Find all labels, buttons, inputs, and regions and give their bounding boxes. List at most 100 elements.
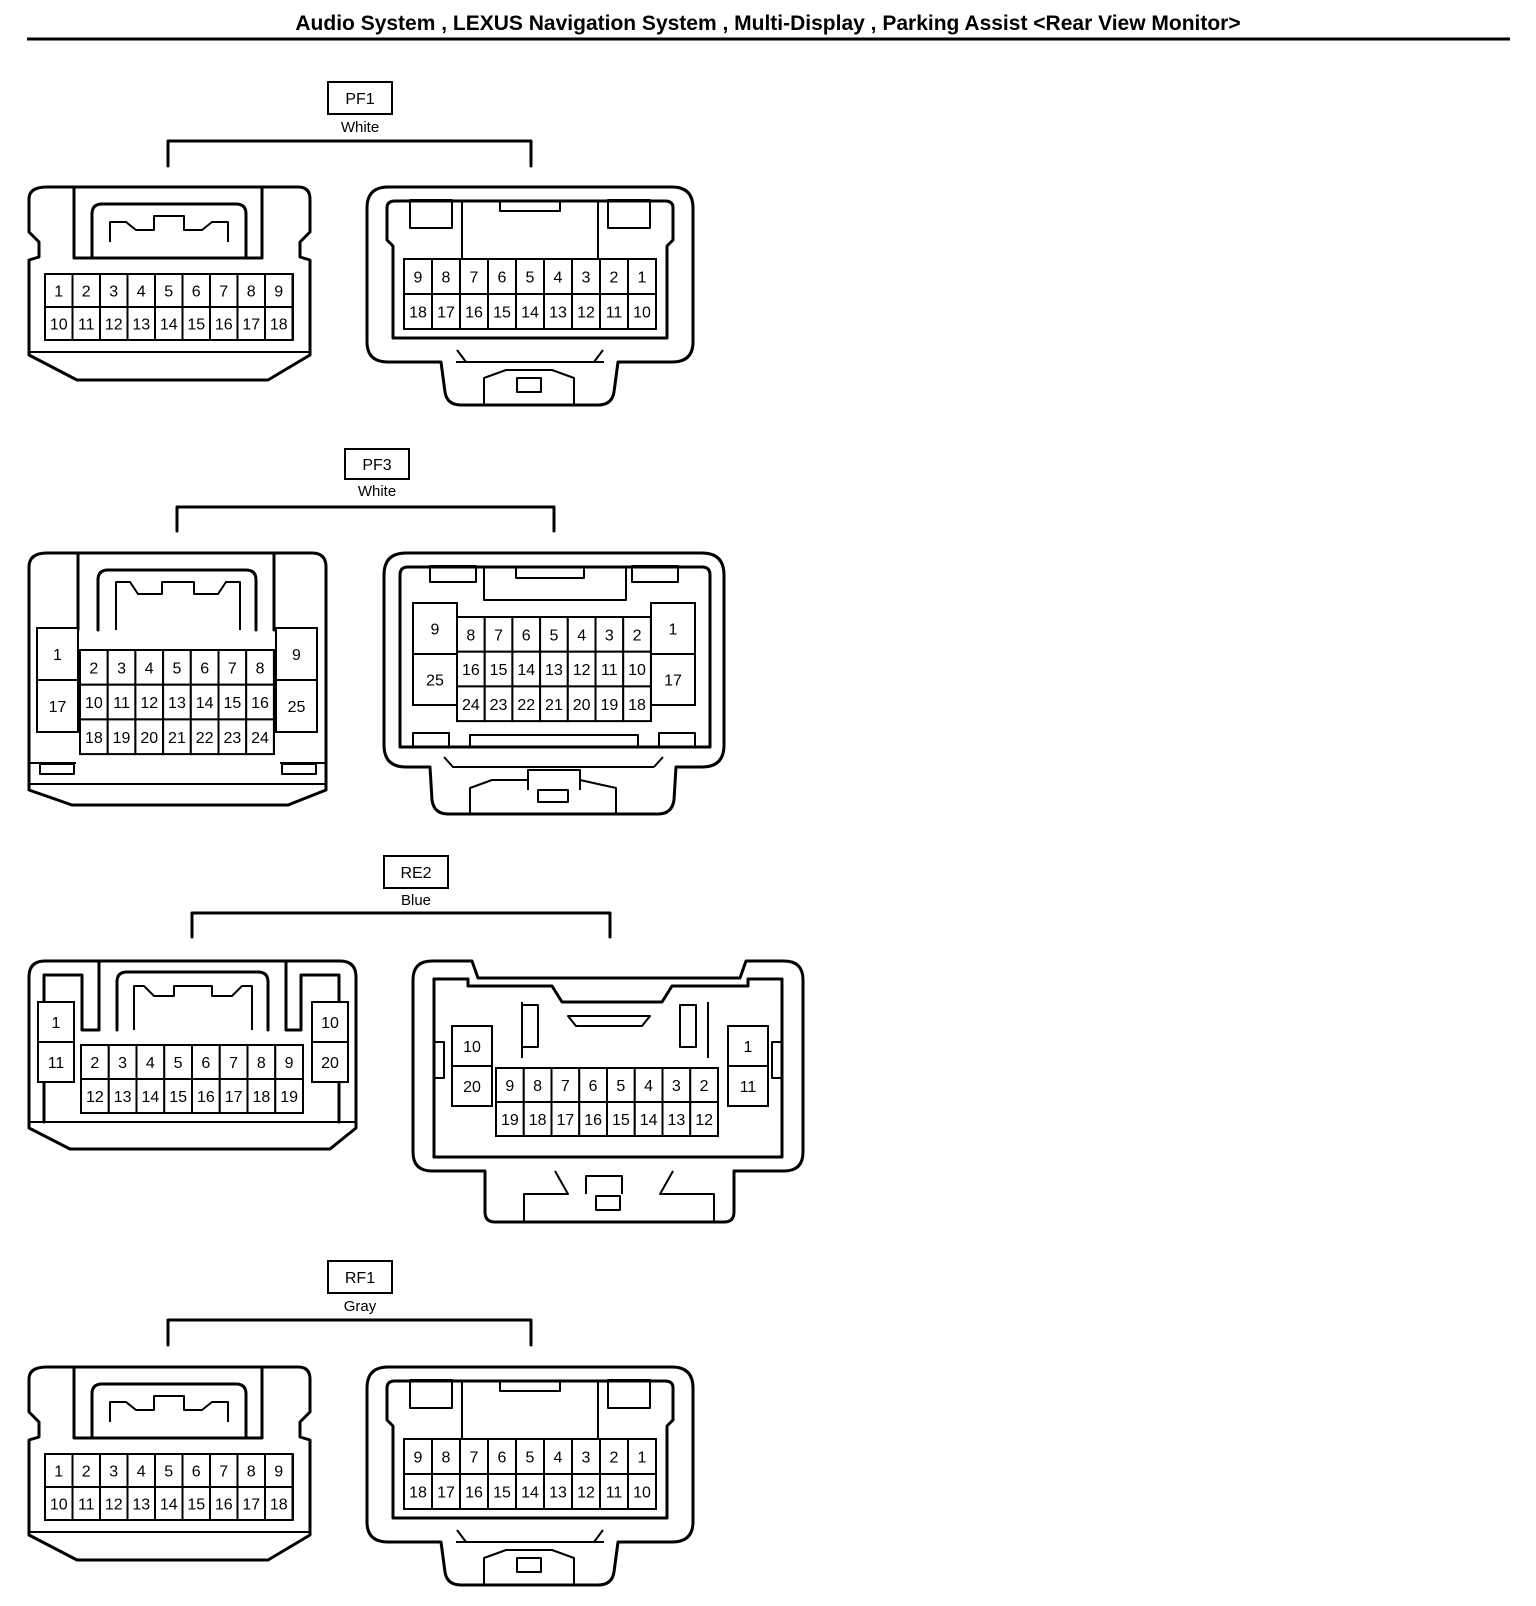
terminal-number: 5 xyxy=(174,1055,183,1072)
terminal-number: 10 xyxy=(50,317,68,334)
terminal-number: 14 xyxy=(521,1485,539,1502)
connector-code-box xyxy=(383,855,449,889)
terminal-cavity xyxy=(727,1065,769,1107)
terminal-cavity xyxy=(495,1067,525,1103)
terminal-number: 5 xyxy=(549,627,558,644)
terminal-cavity xyxy=(245,718,275,756)
terminal-number: 16 xyxy=(465,1485,483,1502)
terminal-number: 3 xyxy=(109,284,118,301)
terminal-number: 1 xyxy=(53,647,62,664)
terminal-cavity xyxy=(403,1438,433,1475)
terminal-cavity xyxy=(99,306,129,341)
terminal-number: 7 xyxy=(229,1055,238,1072)
terminal-number: 11 xyxy=(606,1485,623,1502)
terminal-number: 1 xyxy=(54,284,63,301)
terminal-number: 13 xyxy=(545,662,563,679)
terminal-number: 12 xyxy=(573,662,591,679)
terminal-number: 6 xyxy=(498,270,507,287)
terminal-number: 14 xyxy=(141,1089,159,1106)
terminal-cavity xyxy=(107,1078,138,1114)
terminal-number: 1 xyxy=(52,1015,61,1032)
terminal-cavity xyxy=(264,273,294,308)
terminal-number: 4 xyxy=(145,660,154,677)
terminal-cavity xyxy=(71,1453,101,1488)
terminal-cavity xyxy=(189,649,220,686)
terminal-number: 7 xyxy=(228,660,237,677)
terminal-cavity xyxy=(627,1473,657,1510)
terminal-number: 13 xyxy=(114,1089,132,1106)
terminal-number: 6 xyxy=(192,284,201,301)
terminal-number: 14 xyxy=(160,317,178,334)
terminal-number: 17 xyxy=(49,699,67,716)
terminal-number: 18 xyxy=(628,697,646,714)
terminal-number: 8 xyxy=(466,627,475,644)
terminal-number: 13 xyxy=(549,1485,567,1502)
terminal-number: 19 xyxy=(501,1112,519,1129)
terminal-cavity xyxy=(451,1065,493,1107)
terminal-cavity xyxy=(550,1067,581,1103)
terminal-cavity xyxy=(79,718,109,756)
terminal-cavity xyxy=(246,1078,277,1114)
terminal-number: 12 xyxy=(577,305,595,322)
terminal-cavity xyxy=(154,1486,184,1521)
connector-code: PF1 xyxy=(345,91,374,108)
terminal-cavity xyxy=(236,1486,266,1521)
terminal-cavity xyxy=(80,1078,110,1114)
terminal-cavity xyxy=(650,602,696,655)
terminal-cavity xyxy=(689,1101,719,1137)
terminal-number: 5 xyxy=(164,284,173,301)
terminal-cavity xyxy=(571,1473,601,1510)
terminal-number: 6 xyxy=(589,1078,598,1095)
terminal-number: 2 xyxy=(633,627,642,644)
terminal-number: 17 xyxy=(664,673,682,690)
terminal-cavity xyxy=(566,685,597,723)
terminal-number: 24 xyxy=(462,697,480,714)
terminal-number: 2 xyxy=(610,1450,619,1467)
terminal-cavity xyxy=(566,650,597,688)
terminal-cavity xyxy=(412,602,458,655)
terminal-cavity xyxy=(627,293,657,330)
terminal-cavity xyxy=(622,616,652,653)
terminal-number: 9 xyxy=(274,284,283,301)
terminal-number: 17 xyxy=(242,1497,260,1514)
connector-bracket xyxy=(166,139,533,168)
terminal-cavity xyxy=(599,1438,629,1475)
terminal-number: 18 xyxy=(270,1497,288,1514)
terminal-number: 1 xyxy=(54,1464,63,1481)
terminal-number: 9 xyxy=(292,647,301,664)
terminal-number: 19 xyxy=(280,1089,298,1106)
terminal-cavity xyxy=(37,1041,75,1083)
terminal-number: 2 xyxy=(700,1078,709,1095)
connector-code-box xyxy=(344,448,410,480)
terminal-number: 13 xyxy=(667,1112,685,1129)
terminal-cavity xyxy=(622,650,652,688)
terminal-number: 8 xyxy=(442,1450,451,1467)
terminal-number: 8 xyxy=(257,1055,266,1072)
terminal-number: 11 xyxy=(78,1497,95,1514)
terminal-number: 14 xyxy=(517,662,535,679)
connector-code: RF1 xyxy=(345,1270,375,1287)
terminal-cavity xyxy=(412,653,458,706)
terminal-number: 6 xyxy=(192,1464,201,1481)
terminal-number: 5 xyxy=(616,1078,625,1095)
terminal-number: 18 xyxy=(270,317,288,334)
terminal-number: 16 xyxy=(584,1112,602,1129)
terminal-number: 14 xyxy=(640,1112,658,1129)
terminal-cavity xyxy=(264,1486,294,1521)
terminal-number: 10 xyxy=(628,662,646,679)
terminal-cavity xyxy=(311,1001,349,1043)
terminal-number: 7 xyxy=(470,270,479,287)
terminal-number: 23 xyxy=(490,697,508,714)
terminal-number: 10 xyxy=(321,1015,339,1032)
terminal-number: 6 xyxy=(201,1055,210,1072)
terminal-cavity xyxy=(126,306,156,341)
terminal-number: 4 xyxy=(577,627,586,644)
terminal-cavity xyxy=(633,1101,664,1137)
terminal-number: 10 xyxy=(633,1485,651,1502)
